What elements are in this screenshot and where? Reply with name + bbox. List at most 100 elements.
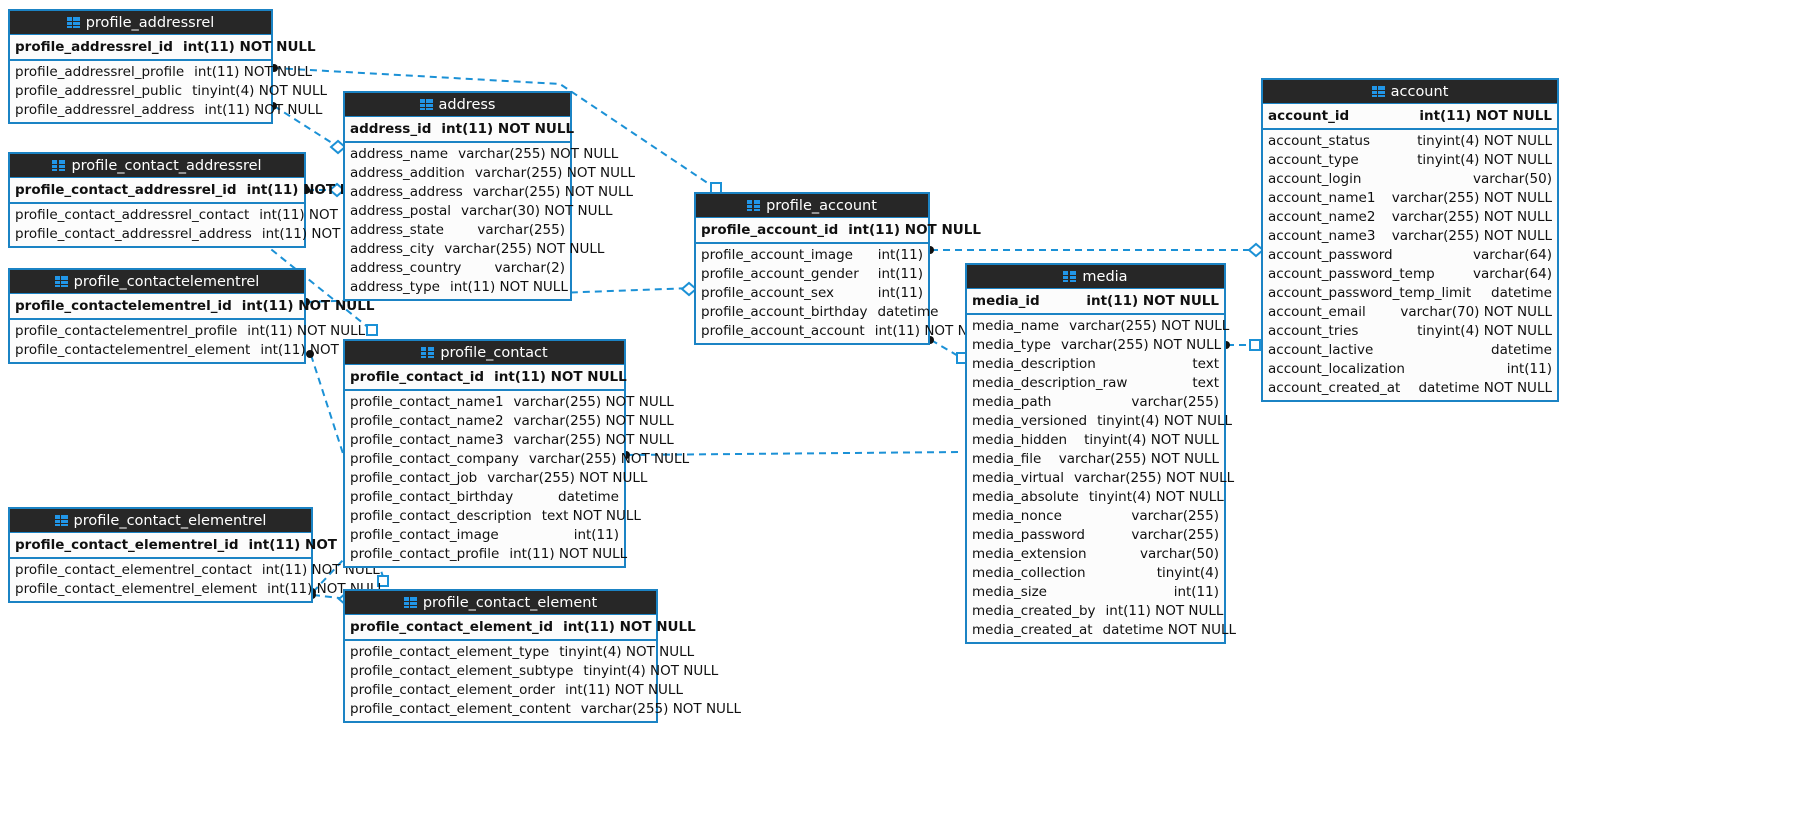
field-name: account_password	[1268, 247, 1393, 263]
table-header-profile_addressrel[interactable]: profile_addressrel	[10, 11, 271, 34]
table-icon	[54, 515, 68, 526]
table-header-profile_contactelementrel[interactable]: profile_contactelementrel	[10, 270, 304, 293]
table-header-profile_contact_element[interactable]: profile_contact_element	[345, 591, 656, 614]
field-name: address_state	[350, 222, 444, 238]
table-header-profile_contact_addressrel[interactable]: profile_contact_addressrel	[10, 154, 304, 177]
table-header-profile_contact_elementrel[interactable]: profile_contact_elementrel	[10, 509, 311, 532]
table-header-address[interactable]: address	[345, 93, 570, 116]
table-header-profile_contact[interactable]: profile_contact	[345, 341, 624, 364]
table-header-profile_account[interactable]: profile_account	[696, 194, 928, 217]
table-header-media[interactable]: media	[967, 265, 1224, 288]
table-header-account[interactable]: account	[1263, 80, 1557, 103]
